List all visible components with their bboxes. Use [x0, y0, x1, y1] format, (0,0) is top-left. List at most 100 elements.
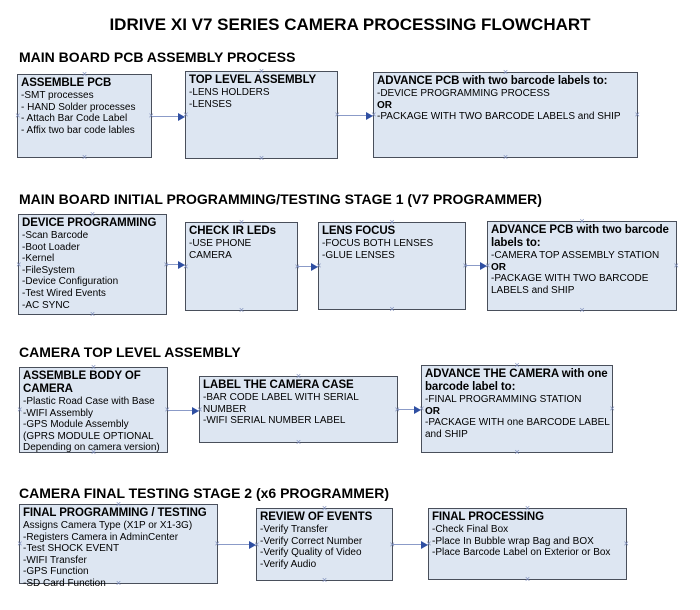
- connector-anchor-icon: ×: [579, 304, 585, 315]
- arrow-head-icon: [366, 111, 373, 120]
- box-line: -Test Wired Events: [22, 287, 106, 299]
- box-line: -GLUE LENSES: [322, 249, 395, 261]
- flow-arrow: [168, 406, 199, 415]
- box-line: -SMT processes: [21, 90, 94, 101]
- box-title: DEVICE PROGRAMMING: [22, 217, 157, 229]
- box-line: -WIFI Transfer: [23, 554, 87, 566]
- arrow-head-icon: [414, 405, 421, 414]
- box-line: - Attach Bar Code Label: [21, 113, 128, 125]
- box-line: - Affix two bar code lables: [21, 124, 135, 136]
- arrow-shaft: [393, 544, 423, 545]
- connector-anchor-icon: ×: [81, 151, 88, 162]
- process-box-final-programming-testing: FINAL PROGRAMMING / TESTING Assigns Came…: [17, 500, 220, 589]
- flow-arrow: [298, 262, 318, 271]
- arrow-head-icon: [178, 260, 185, 269]
- box-line: - HAND Solder processes: [21, 101, 136, 113]
- process-box-advance-pcb-1: ADVANCE PCB with two barcode labels to: …: [371, 68, 640, 162]
- process-box-check-ir-leds: CHECK IR LEDs -USE PHONE CAMERA ××××: [183, 218, 300, 315]
- box-line: -Verify Audio: [260, 558, 317, 570]
- connector-anchor-icon: ×: [389, 303, 395, 314]
- process-box-review-of-events: REVIEW OF EVENTS -Verify Transfer -Verif…: [254, 504, 395, 585]
- box-line: -SD Card Function: [23, 577, 106, 589]
- box-line: OR: [377, 99, 392, 111]
- connector-anchor-icon: ×: [514, 446, 520, 457]
- box-title: LENS FOCUS: [322, 225, 396, 237]
- arrow-shaft: [398, 409, 416, 410]
- arrow-shaft: [167, 264, 180, 265]
- process-box-advance-camera: ADVANCE THE CAMERA with one barcode labe…: [419, 361, 615, 457]
- box-line: Assigns Camera Type (X1P or X1-3G): [23, 520, 193, 531]
- box-line: -Place Barcode Label on Exterior or Box: [432, 547, 611, 559]
- box-line: -Boot Loader: [22, 241, 80, 253]
- box-line: -PACKAGE WITH TWO BARCODE LABELS and SHI…: [491, 273, 649, 296]
- box-line: -PACKAGE WITH TWO BARCODE LABELS and SHI…: [377, 111, 621, 123]
- box-title: CHECK IR LEDs: [189, 225, 276, 237]
- box-title: FINAL PROCESSING: [432, 511, 544, 523]
- section-heading-camera-top-assembly: CAMERA TOP LEVEL ASSEMBLY: [19, 344, 241, 360]
- connector-anchor-icon: ×: [89, 308, 96, 319]
- process-box-top-level-assembly: TOP LEVEL ASSEMBLY -LENS HOLDERS -LENSES…: [183, 67, 340, 163]
- box-line: -Verify Transfer: [260, 524, 328, 535]
- arrow-shaft: [168, 410, 194, 411]
- arrow-head-icon: [178, 112, 185, 121]
- box-line: -LENSES: [189, 98, 232, 110]
- connector-anchor-icon: ×: [295, 436, 302, 447]
- box-title: REVIEW OF EVENTS: [260, 511, 373, 523]
- box-line: -BAR CODE LABEL WITH SERIAL NUMBER: [203, 392, 359, 415]
- box-line: -Device Configuration: [22, 276, 119, 288]
- box-line: -WIFI SERIAL NUMBER LABEL: [203, 415, 346, 427]
- arrow-head-icon: [421, 540, 428, 549]
- flow-arrow: [466, 261, 487, 270]
- process-box-device-programming: DEVICE PROGRAMMING -Scan Barcode -Boot L…: [16, 210, 169, 319]
- connector-anchor-icon: ×: [238, 304, 245, 315]
- arrow-head-icon: [192, 406, 199, 415]
- box-line: -Place In Bubble wrap Bag and BOX: [432, 535, 594, 547]
- connector-anchor-icon: ×: [321, 574, 328, 585]
- process-box-assemble-body: ASSEMBLE BODY OF CAMERA -Plastic Road Ca…: [17, 363, 170, 457]
- box-title: ASSEMBLE PCB: [21, 77, 112, 89]
- box-line: -USE PHONE CAMERA: [189, 238, 252, 261]
- connector-anchor-icon: ×: [524, 573, 531, 584]
- box-line: -FOCUS BOTH LENSES: [322, 238, 434, 249]
- box-line: -CAMERA TOP ASSEMBLY STATION: [491, 250, 660, 261]
- box-line: -AC SYNC: [22, 299, 70, 311]
- box-line: -FINAL PROGRAMMING STATION: [425, 394, 582, 405]
- flow-arrow: [218, 540, 256, 549]
- box-line: -Check Final Box: [432, 524, 509, 535]
- box-line: -Scan Barcode: [22, 230, 89, 241]
- process-box-final-processing: FINAL PROCESSING -Check Final Box -Place…: [426, 504, 629, 584]
- box-title: ADVANCE PCB with two barcode labels to:: [491, 224, 669, 249]
- box-title: ADVANCE PCB with two barcode labels to:: [377, 75, 608, 87]
- flowchart-title: IDRIVE XI V7 SERIES CAMERA PROCESSING FL…: [109, 15, 591, 34]
- process-box-advance-pcb-2: ADVANCE PCB with two barcode labels to: …: [485, 217, 679, 315]
- box-line: -GPS Function: [23, 566, 89, 578]
- section-heading-initial-programming: MAIN BOARD INITIAL PROGRAMMING/TESTING S…: [19, 191, 542, 207]
- section-heading-pcb-assembly: MAIN BOARD PCB ASSEMBLY PROCESS: [19, 49, 296, 65]
- box-title: FINAL PROGRAMMING / TESTING: [23, 507, 207, 519]
- box-line: -Verify Correct Number: [260, 535, 363, 547]
- arrow-shaft: [218, 544, 251, 545]
- flow-arrow: [338, 111, 373, 120]
- box-line: -FileSystem: [22, 264, 75, 276]
- box-line: -LENS HOLDERS: [189, 87, 270, 98]
- flow-arrow: [167, 260, 185, 269]
- box-line: -Verify Quality of Video: [260, 547, 362, 559]
- process-box-label-camera-case: LABEL THE CAMERA CASE -BAR CODE LABEL WI…: [197, 372, 400, 447]
- arrow-shaft: [298, 266, 313, 267]
- box-line: -DEVICE PROGRAMMING PROCESS: [377, 88, 550, 99]
- connector-anchor-icon: ×: [258, 152, 265, 163]
- box-line: -PACKAGE WITH one BARCODE LABEL and SHIP: [425, 417, 610, 440]
- flow-arrow: [393, 540, 428, 549]
- flow-arrow: [152, 112, 185, 121]
- connector-anchor-icon: ×: [502, 151, 509, 162]
- process-box-assemble-pcb: ASSEMBLE PCB -SMT processes - HAND Solde…: [15, 70, 154, 162]
- arrow-head-icon: [249, 540, 256, 549]
- box-title: LABEL THE CAMERA CASE: [203, 379, 354, 391]
- arrow-shaft: [338, 115, 368, 116]
- box-title: ASSEMBLE BODY OF CAMERA: [23, 370, 141, 395]
- arrow-head-icon: [480, 261, 487, 270]
- box-line: OR: [491, 261, 506, 273]
- arrow-shaft: [152, 116, 180, 117]
- box-title: ADVANCE THE CAMERA with one barcode labe…: [425, 368, 608, 393]
